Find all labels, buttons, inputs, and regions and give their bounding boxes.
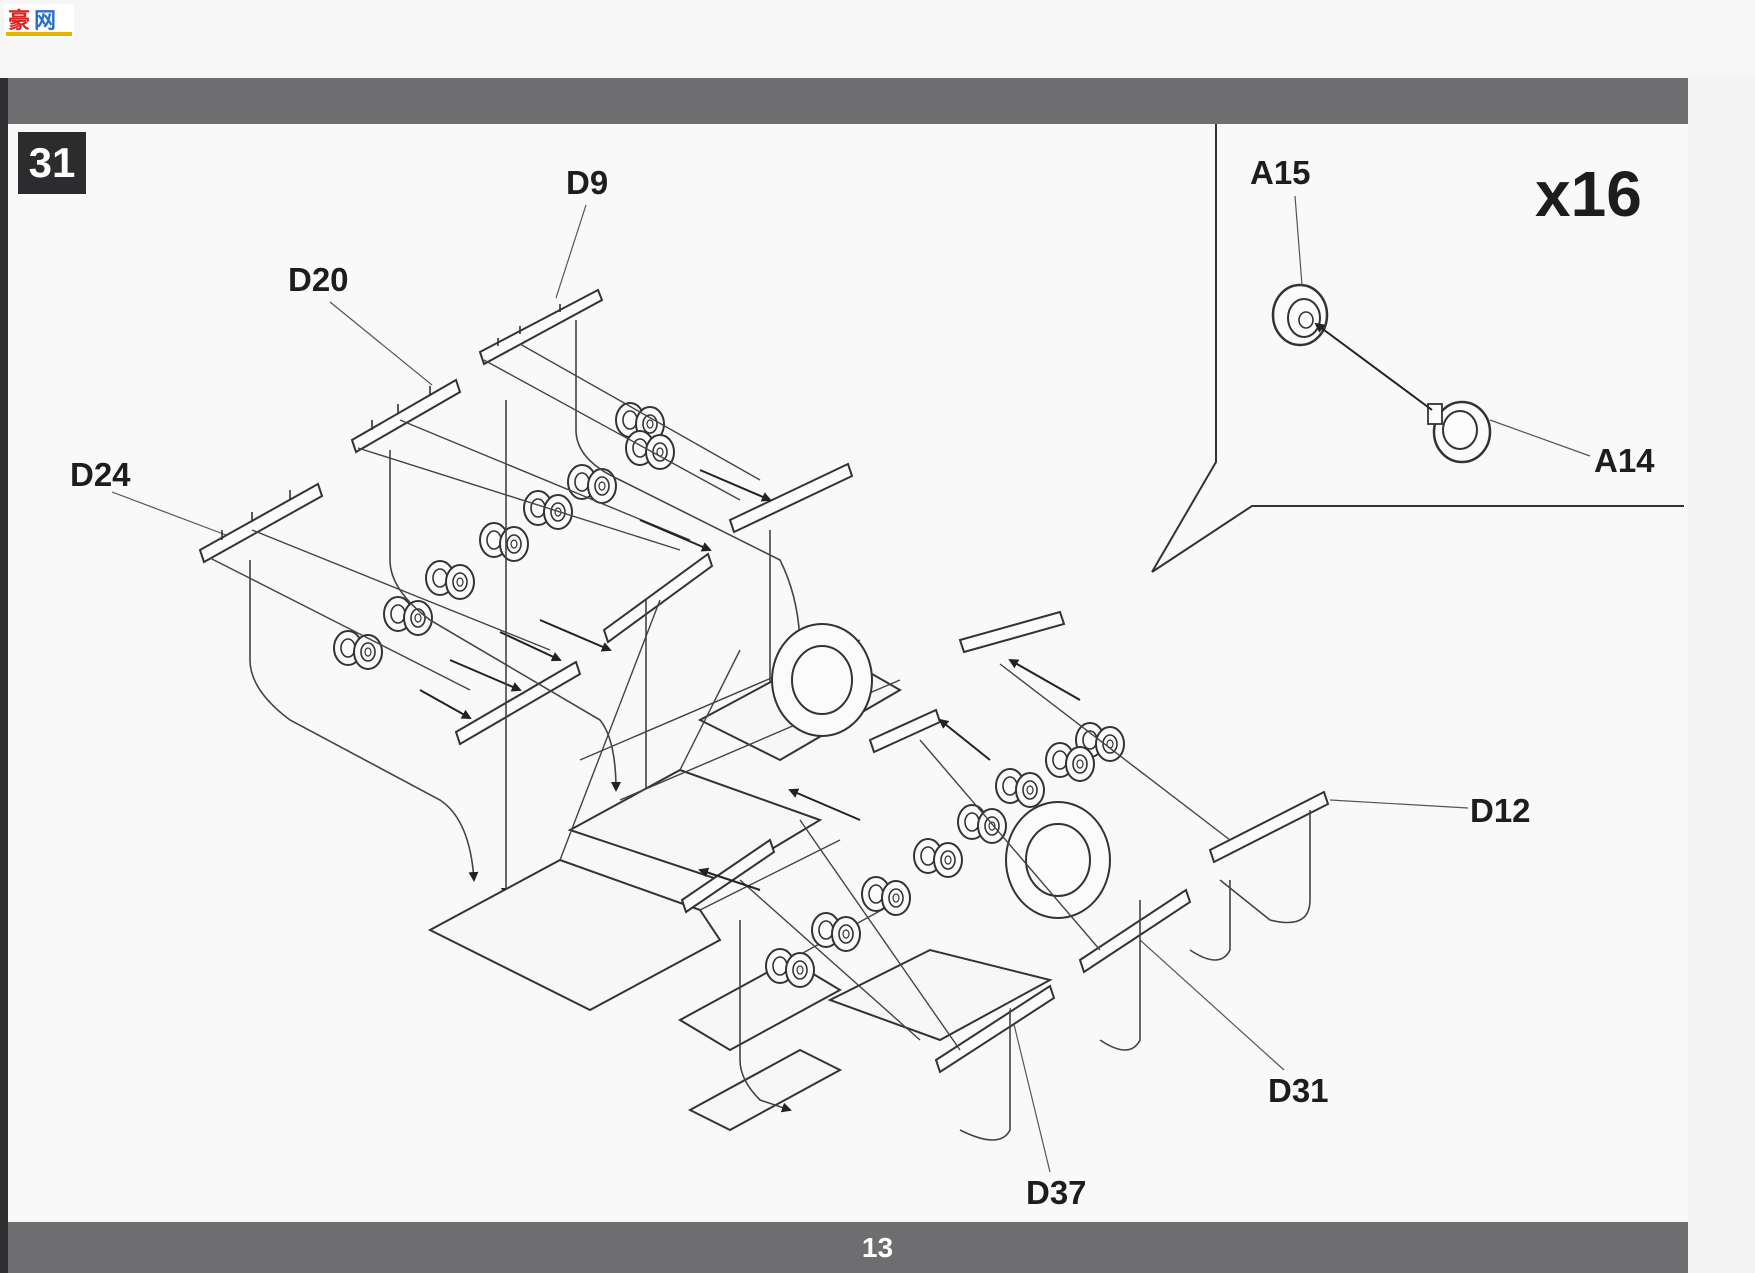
step-number-badge: 31 xyxy=(18,132,86,194)
part-label-a15: A15 xyxy=(1250,154,1311,191)
svg-text:网: 网 xyxy=(34,9,56,34)
part-label-a14: A14 xyxy=(1594,442,1655,479)
part-label-d24: D24 xyxy=(70,456,131,493)
part-label-d20: D20 xyxy=(288,261,349,298)
inset-detail-frame xyxy=(1151,124,1684,573)
part-label-d37: D37 xyxy=(1026,1174,1087,1211)
svg-text:豪: 豪 xyxy=(8,8,30,34)
drive-sprocket xyxy=(771,623,1111,919)
header-band xyxy=(6,78,1688,124)
inset-wheel-a14 xyxy=(1427,400,1492,464)
page-number: 13 xyxy=(861,1232,894,1263)
watermark-logo: 豪 网 xyxy=(4,4,74,38)
part-label-d31: D31 xyxy=(1268,1072,1329,1109)
scan-margin xyxy=(0,0,1755,78)
binding-edge xyxy=(0,78,8,1273)
inset-wheel-a15 xyxy=(1271,283,1329,347)
footer-band xyxy=(6,1222,1688,1273)
part-label-d9: D9 xyxy=(566,164,609,201)
part-label-d12: D12 xyxy=(1470,792,1531,829)
quantity-label: x16 xyxy=(1535,158,1642,230)
